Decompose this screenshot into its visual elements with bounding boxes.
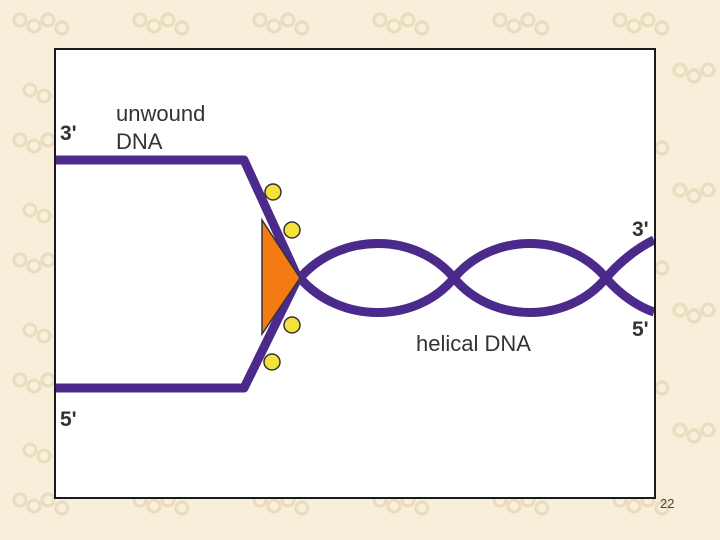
unwound-label-line2: DNA (116, 129, 163, 154)
unwound-bottom-strand (56, 276, 303, 393)
binding-protein-dot (283, 316, 301, 334)
dna-replication-figure: unwound DNA helical DNA 3' 5' 3' 5' (54, 48, 656, 499)
helical-strand-2 (296, 239, 654, 317)
unwound-label-line1: unwound (116, 101, 205, 126)
dna-diagram: unwound DNA helical DNA 3' 5' 3' 5' (56, 101, 654, 431)
binding-protein-dot (283, 221, 301, 239)
right-bottom-end-label: 5' (632, 318, 649, 341)
left-top-end-label: 3' (60, 122, 77, 145)
binding-protein-dot (263, 353, 281, 371)
unwound-top-strand (56, 155, 303, 280)
slide-number: 22 (660, 496, 675, 511)
helicase-wedge (261, 217, 301, 337)
binding-protein-dot (264, 183, 282, 201)
left-bottom-end-label: 5' (60, 408, 77, 431)
right-top-end-label: 3' (632, 218, 649, 241)
helical-strand-1 (296, 235, 654, 317)
helical-dna-label: helical DNA (416, 331, 531, 356)
